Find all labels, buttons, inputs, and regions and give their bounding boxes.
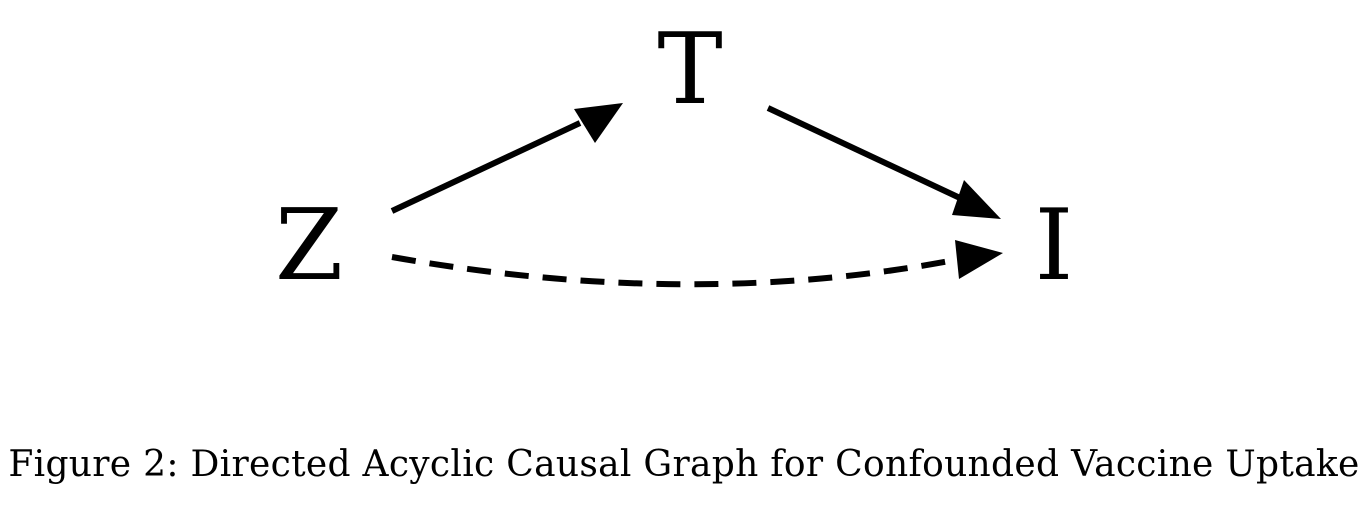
edge-t-to-i bbox=[766, 105, 1001, 219]
edge-z-to-t bbox=[390, 103, 623, 214]
node-i: I bbox=[1035, 189, 1074, 303]
edge-z-to-i-dashed bbox=[391, 240, 1003, 288]
figure-caption: Figure 2: Directed Acyclic Causal Graph … bbox=[8, 444, 1360, 485]
causal-dag: T Z I bbox=[275, 13, 1074, 303]
node-t: T bbox=[657, 13, 722, 127]
node-z: Z bbox=[275, 189, 343, 303]
